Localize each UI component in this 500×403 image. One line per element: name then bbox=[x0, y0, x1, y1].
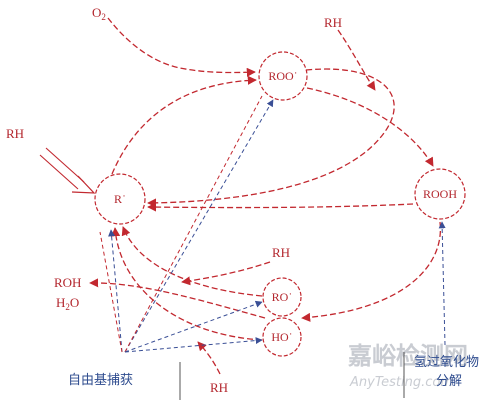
capture-line-to-r-2 bbox=[99, 231, 123, 353]
node-roo-circle bbox=[258, 51, 308, 101]
node-ro-circle bbox=[262, 277, 302, 317]
arrow-ro-to-r bbox=[121, 226, 263, 297]
watermark-cn: 嘉峪检测网 bbox=[348, 342, 468, 370]
capture-line-to-roo-2 bbox=[124, 95, 263, 353]
node-roo-label: ROO˙ bbox=[268, 69, 297, 83]
arrow-to-roh bbox=[89, 278, 266, 319]
arrow-o2-to-roo bbox=[107, 17, 256, 77]
node-rooh-circle bbox=[414, 168, 466, 220]
label-rh-mid: RH bbox=[272, 245, 290, 260]
arrow-rh-bottom-in bbox=[197, 341, 221, 375]
node-r-label: R˙ bbox=[114, 192, 126, 206]
arrow-rooh-to-ro-ho bbox=[301, 221, 442, 322]
arrow-roo-loop-back-to-r bbox=[147, 68, 395, 208]
arrow-rh-top-in bbox=[337, 29, 376, 91]
capture-line-to-ro bbox=[124, 300, 263, 353]
node-rooh-label: ROOH bbox=[423, 187, 457, 201]
arrow-rooh-to-r bbox=[147, 202, 414, 212]
arrow-rh-mid-in bbox=[181, 261, 271, 286]
label-roh: ROH bbox=[54, 275, 81, 290]
caption-radical-capture: 自由基捕获 bbox=[68, 372, 133, 388]
node-r-circle bbox=[94, 173, 146, 225]
label-rh-left: RH bbox=[6, 126, 24, 141]
peroxide-decomp-line bbox=[438, 221, 446, 346]
arrow-r-to-roo bbox=[111, 75, 257, 175]
arrow-ho-to-r bbox=[111, 227, 263, 341]
label-o2: O2 bbox=[92, 5, 106, 22]
node-ho-label: HO˙ bbox=[271, 330, 292, 344]
label-h2o: H2O bbox=[56, 295, 79, 312]
node-ho-circle bbox=[262, 317, 302, 357]
arrow-rh-left-to-r bbox=[39, 147, 96, 194]
capture-line-to-r bbox=[108, 229, 123, 353]
watermark-en: AnyTesting.com bbox=[349, 375, 453, 390]
label-rh-bottom: RH bbox=[210, 380, 228, 395]
watermark: 嘉峪检测网 AnyTesting.com bbox=[348, 342, 468, 390]
capture-line-to-ho bbox=[124, 337, 263, 353]
label-rh-top: RH bbox=[324, 15, 342, 30]
node-ro-label: RO˙ bbox=[272, 290, 293, 304]
caption-peroxide-line1: 氢过氧化物 bbox=[414, 355, 479, 370]
arrow-roo-to-rooh bbox=[306, 87, 434, 167]
caption-peroxide-line2: 分解 bbox=[436, 374, 462, 389]
